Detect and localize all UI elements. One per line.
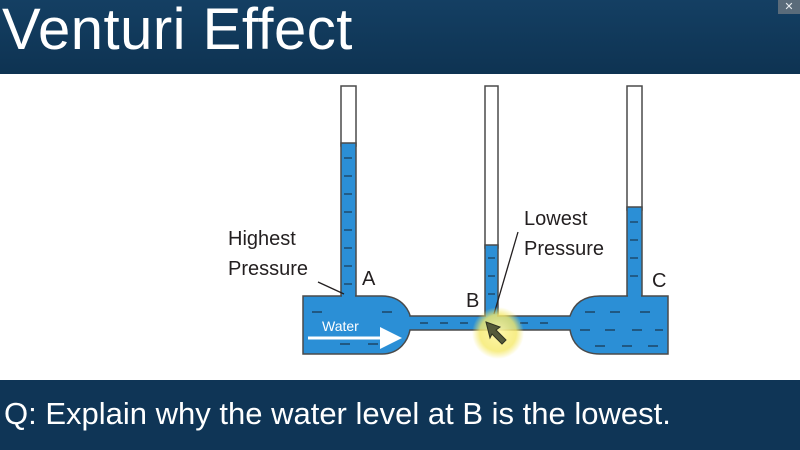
point-a-label: A: [362, 268, 376, 290]
tube-ticks: [344, 157, 638, 295]
water-dashes: [312, 311, 663, 347]
point-b-label: B: [466, 290, 480, 312]
close-icon[interactable]: ✕: [778, 0, 800, 14]
highest-pressure-label-line2: Pressure: [228, 258, 309, 280]
water-label: Water: [322, 318, 359, 334]
question-bar: Q: Explain why the water level at B is t…: [0, 380, 800, 450]
question-text: Q: Explain why the water level at B is t…: [4, 396, 671, 431]
lowest-pressure-leader: [493, 231, 519, 315]
tube-b: [484, 85, 499, 318]
highest-pressure-leader: [317, 281, 345, 295]
slide-title: Venturi Effect: [2, 0, 353, 62]
diagram-area: Highest Pressure Lowest Pressure A B C W…: [0, 74, 800, 380]
tube-a: [340, 85, 357, 301]
venturi-diagram: [302, 85, 669, 359]
tube-c: [626, 85, 643, 301]
highest-pressure-label-line1: Highest: [228, 228, 296, 250]
lowest-pressure-label-line2: Pressure: [524, 238, 605, 260]
lowest-pressure-label-line1: Lowest: [524, 208, 588, 230]
title-bar: Venturi Effect ✕: [0, 0, 800, 74]
cursor-arrow-icon: [472, 307, 524, 359]
arrow-right-icon: [308, 327, 402, 349]
point-c-label: C: [652, 270, 667, 292]
